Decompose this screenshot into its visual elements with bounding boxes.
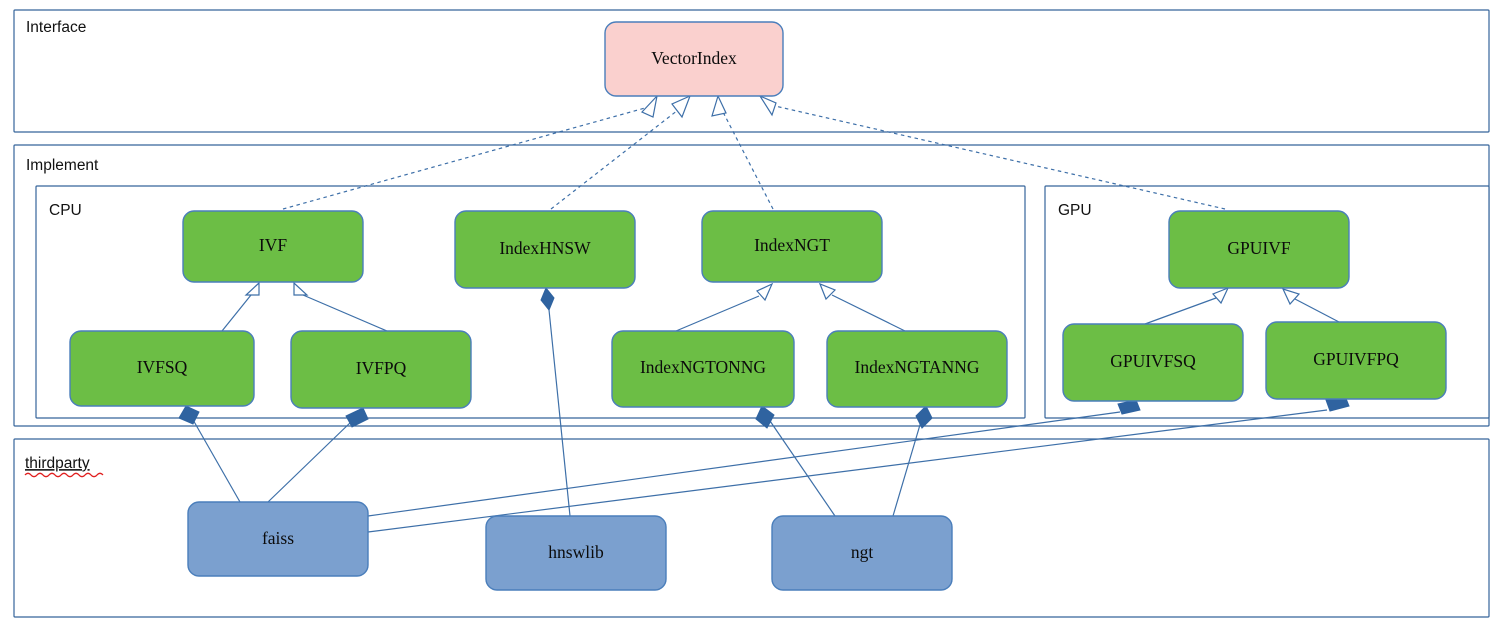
edge-hnswlib-to-indexhnsw [540,287,571,517]
edge-indexngt-to-vectorindex [711,94,774,210]
container-gpu-label: GPU [1058,202,1092,219]
node-indexngtonng-rect[interactable] [611,330,795,408]
node-faiss-rect[interactable] [187,501,369,577]
node-hnswlib-label: hnswlib [548,542,604,562]
node-ngt-label: ngt [851,542,874,562]
node-vectorindex[interactable]: VectorIndex [604,21,784,97]
spellcheck-squiggle-icon [24,472,104,478]
edge-ivfpq-to-ivf [293,281,388,332]
node-gpuivf-rect[interactable] [1168,210,1350,289]
hollow-triangle-icon [756,282,774,302]
node-gpuivfpq[interactable]: GPUIVFPQ [1265,321,1447,400]
edge-ngt-to-indexngtanng [892,405,933,517]
node-faiss[interactable]: faiss [187,501,369,577]
node-ngt-rect[interactable] [771,515,953,591]
hollow-triangle-icon [1281,288,1301,306]
node-indexngtanng[interactable]: IndexNGTANNG [826,330,1008,408]
node-ivfpq-rect[interactable] [290,330,472,409]
node-gpuivfpq-label: GPUIVFPQ [1313,349,1399,369]
edge-gpuivfsq-to-gpuivf [1144,286,1230,325]
node-indexngt-label: IndexNGT [754,235,830,255]
edge-indexhnsw-to-vectorindex [550,94,692,210]
hollow-triangle-icon [671,94,692,119]
node-ivfsq[interactable]: IVFSQ [69,330,255,407]
container-thirdparty: thirdparty [13,438,1490,618]
edge-ngt-to-indexngtonng [755,405,836,517]
edge-ivf-to-vectorindex [282,94,658,210]
hollow-triangle-icon [818,282,837,301]
node-hnswlib[interactable]: hnswlib [485,515,667,591]
edge-indexngtanng-to-indexngt [818,282,906,332]
node-indexngtonng-label: IndexNGTONNG [640,357,766,377]
edge-ivfsq-to-ivf [221,281,260,332]
node-vectorindex-label: VectorIndex [651,48,737,68]
container-cpu-label: CPU [49,202,82,219]
edge-faiss-to-gpuivfsq [367,399,1141,517]
node-ivfpq-label: IVFPQ [356,358,407,378]
node-indexngtonng[interactable]: IndexNGTONNG [611,330,795,408]
node-ngt[interactable]: ngt [771,515,953,591]
node-indexngt[interactable]: IndexNGT [701,210,883,283]
edge-faiss-to-ivfpq [267,407,369,503]
filled-diamond-icon [540,287,555,311]
hollow-triangle-icon [1211,286,1230,305]
node-gpuivfsq[interactable]: GPUIVFSQ [1062,323,1244,402]
filled-diamond-icon [178,405,200,425]
filled-diamond-icon [915,405,933,429]
node-gpuivf-label: GPUIVF [1227,238,1290,258]
container-implement-label: Implement [26,157,99,174]
hollow-triangle-icon [640,94,658,118]
node-indexhnsw[interactable]: IndexHNSW [454,210,636,289]
node-ivf-rect[interactable] [182,210,364,283]
node-hnswlib-rect[interactable] [485,515,667,591]
node-gpuivfsq-rect[interactable] [1062,323,1244,402]
filled-diamond-icon [1117,399,1141,415]
node-ivfpq[interactable]: IVFPQ [290,330,472,409]
hollow-triangle-icon [711,94,727,117]
node-ivf[interactable]: IVF [182,210,364,283]
node-indexngt-rect[interactable] [701,210,883,283]
edge-gpuivf-to-vectorindex [758,94,1226,210]
node-indexhnsw-label: IndexHNSW [499,238,591,258]
hollow-triangle-icon [758,94,777,117]
node-ivfsq-label: IVFSQ [137,357,188,377]
node-vectorindex-rect[interactable] [604,21,784,97]
edge-gpuivfpq-to-gpuivf [1281,288,1340,323]
filled-diamond-icon [755,405,775,429]
container-thirdparty-rect [13,438,1490,618]
node-faiss-label: faiss [262,528,294,548]
hollow-triangle-icon [244,281,260,296]
node-gpuivf[interactable]: GPUIVF [1168,210,1350,289]
edge-faiss-to-gpuivfpq [367,395,1350,533]
node-indexngtanng-label: IndexNGTANNG [855,357,980,377]
container-thirdparty-label: thirdparty [25,455,90,472]
hollow-triangle-icon [293,281,309,296]
container-interface-label: Interface [26,19,86,36]
filled-diamond-icon [345,407,369,428]
node-indexngtanng-rect[interactable] [826,330,1008,408]
node-ivfsq-rect[interactable] [69,330,255,407]
node-gpuivfpq-rect[interactable] [1265,321,1447,400]
node-gpuivfsq-label: GPUIVFSQ [1110,351,1196,371]
node-indexhnsw-rect[interactable] [454,210,636,289]
edge-indexngtonng-to-indexngt [675,282,774,332]
edge-faiss-to-ivfsq [178,405,241,503]
node-ivf-label: IVF [259,235,287,255]
